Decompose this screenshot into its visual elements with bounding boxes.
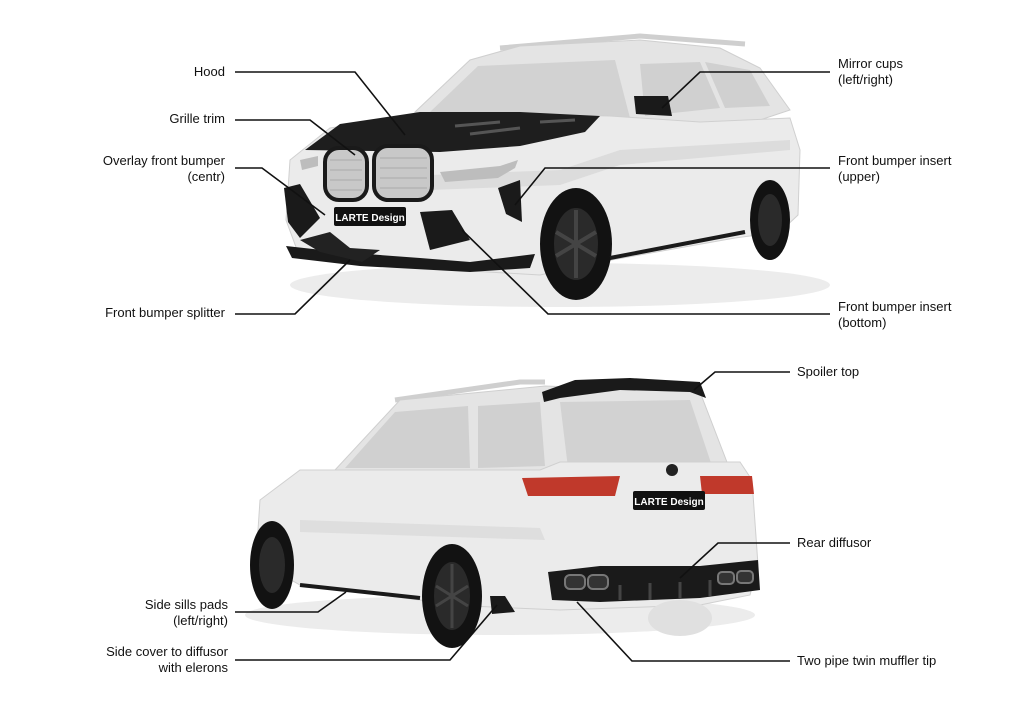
rear-side-window-front [345, 406, 470, 468]
rear-side-cover-shape [490, 596, 515, 614]
label-overlay-front-bumper-line-2: (centr) [187, 169, 225, 184]
label-side-sills-pads-line-1: Side sills pads [144, 597, 228, 612]
label-muffler-tip: Two pipe twin muffler tip [797, 653, 936, 669]
leader-spoiler-top [693, 371, 790, 391]
label-spoiler-top-line-1: Spoiler top [797, 364, 860, 379]
label-rear-diffusor-line-1: Rear diffusor [797, 535, 872, 550]
label-front-bumper-splitter: Front bumper splitter [105, 305, 225, 321]
rear-diffusor-fins [618, 580, 712, 600]
rear-roof-rail [394, 379, 545, 403]
label-mirror-cups-line-2: (left/right) [838, 72, 893, 87]
label-side-sills-pads: Side sills pads (left/right) [145, 597, 228, 629]
front-license-plate: LARTE Design [334, 207, 406, 226]
leader-lines [235, 71, 830, 662]
front-grille-left [323, 146, 369, 202]
rear-taillight-right [700, 476, 754, 494]
front-side-sill [609, 230, 746, 260]
front-headlight-left [300, 156, 318, 170]
rear-taillight-left [522, 476, 620, 496]
leader-rear-diffusor [679, 542, 790, 579]
label-hood-line-1: Hood [193, 64, 225, 79]
label-hood: Hood [194, 64, 225, 80]
front-side-window-2 [705, 62, 770, 108]
rear-muffler-tip-1 [564, 574, 586, 590]
label-spoiler-top: Spoiler top [797, 364, 859, 380]
label-overlay-front-bumper-line-1: Overlay front bumper [102, 153, 225, 168]
front-bumper-insert-bottom-shape [420, 210, 470, 250]
rear-side-window-rear [478, 402, 545, 468]
label-front-bumper-insert-upper-line-1: Front bumper insert [838, 153, 952, 168]
rear-window [560, 400, 712, 468]
front-wheel-rear [750, 180, 790, 260]
front-splitter-shape [286, 246, 535, 272]
front-car: LARTE Design [284, 33, 830, 307]
label-front-bumper-insert-upper-line-2: (upper) [838, 169, 880, 184]
label-front-bumper-insert-bottom-line-2: (bottom) [838, 315, 887, 330]
label-muffler-tip-line-1: Two pipe twin muffler tip [797, 653, 937, 668]
rear-diffusor-shape [548, 560, 760, 602]
label-side-cover-to-diffusor-line-1: Side cover to diffusor [106, 644, 228, 659]
label-side-cover-to-diffusor: Side cover to diffusor with elerons [106, 644, 228, 676]
rear-muffler-tip-2 [587, 574, 609, 590]
front-grille-right [372, 144, 434, 202]
leader-front-bumper-splitter [235, 259, 351, 315]
front-carbon-hood [305, 112, 600, 152]
rear-wheel-front [250, 521, 294, 609]
front-plate-text: LARTE Design [335, 213, 404, 224]
front-roof-rail [499, 33, 746, 51]
rear-car: LARTE Design [245, 378, 760, 648]
front-bumper-insert-left [284, 184, 320, 238]
front-hood-vents [454, 118, 576, 136]
leader-front-bumper-insert-upper [514, 167, 830, 206]
label-mirror-cups-line-1: Mirror cups [838, 56, 904, 71]
front-bumper-insert-upper-shape [498, 180, 522, 222]
leader-muffler-tip [576, 601, 790, 662]
label-front-bumper-insert-bottom: Front bumper insert (bottom) [838, 299, 951, 331]
label-rear-diffusor: Rear diffusor [797, 535, 871, 551]
rear-muffler-tip-3 [717, 571, 735, 585]
rear-side-sill [299, 583, 421, 600]
leader-overlay-front-bumper [235, 167, 326, 216]
label-front-bumper-splitter-line-1: Front bumper splitter [105, 305, 225, 320]
label-side-sills-pads-line-2: (left/right) [173, 613, 228, 628]
leader-hood [235, 71, 406, 136]
label-front-bumper-insert-bottom-line-1: Front bumper insert [838, 299, 952, 314]
rear-muffler-tip-4 [736, 570, 754, 584]
leader-front-bumper-insert-bottom [461, 229, 830, 315]
front-body-crease [430, 140, 790, 190]
front-wheel-front [540, 188, 612, 300]
leader-side-cover-to-diffusor [235, 604, 498, 661]
front-grille-slats [330, 157, 427, 191]
label-overlay-front-bumper: Overlay front bumper (centr) [103, 153, 225, 185]
rear-wheel-rear [422, 544, 482, 648]
rear-body-crease [300, 520, 545, 540]
rear-spoiler-shape [542, 378, 706, 402]
rear-badge [666, 464, 678, 476]
label-side-cover-to-diffusor-line-2: with elerons [158, 660, 228, 675]
leader-side-sills-pads [235, 591, 347, 613]
front-mirror-cup [634, 96, 672, 116]
label-mirror-cups: Mirror cups (left/right) [838, 56, 903, 88]
front-windshield [430, 60, 630, 118]
rear-plate-text: LARTE Design [634, 497, 703, 508]
front-overlay-bumper-shape [300, 232, 380, 262]
rear-license-plate: LARTE Design [633, 491, 705, 510]
label-grille-trim: Grille trim [169, 111, 225, 127]
label-grille-trim-line-1: Grille trim [169, 111, 225, 126]
leader-grille-trim [235, 119, 356, 156]
front-headlight-right [440, 160, 518, 182]
label-front-bumper-insert-upper: Front bumper insert (upper) [838, 153, 951, 185]
rear-wheel-far [648, 600, 712, 636]
leader-mirror-cups [661, 71, 830, 109]
